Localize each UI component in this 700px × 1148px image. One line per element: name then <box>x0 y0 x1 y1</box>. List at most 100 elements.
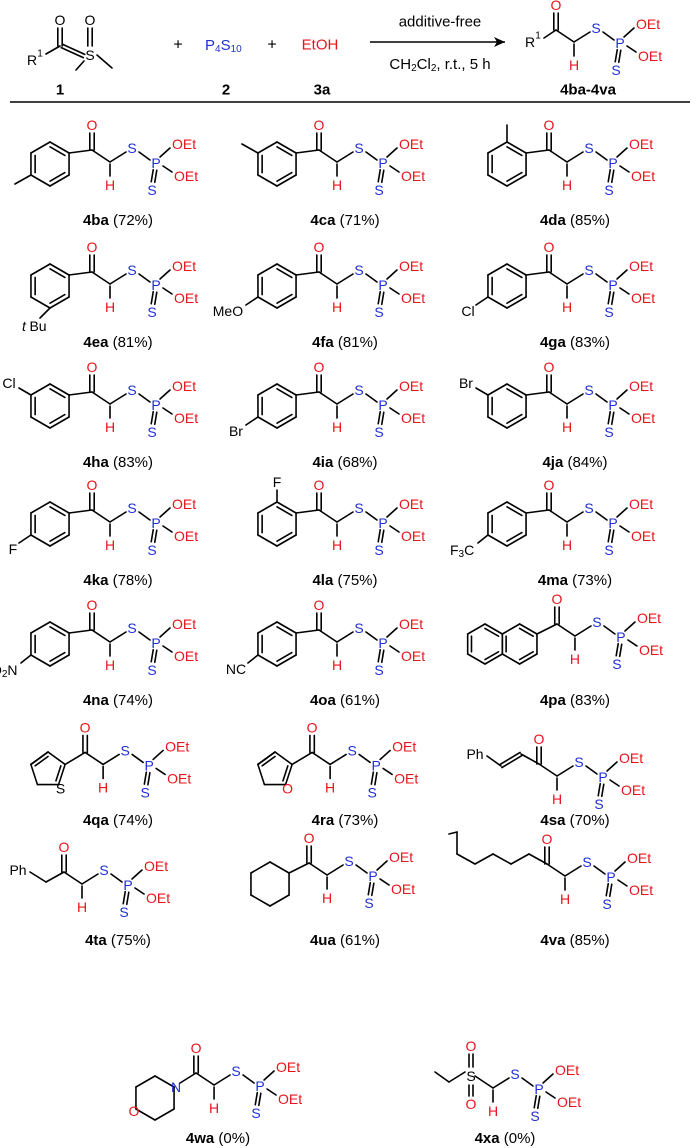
bond <box>49 651 66 662</box>
atom-s: S <box>127 140 136 156</box>
bond <box>276 654 297 667</box>
bond <box>276 296 297 309</box>
compound-caption: 4ga (83%) <box>540 334 610 351</box>
atom-oet: OEt <box>172 616 196 632</box>
bond <box>336 393 354 405</box>
atom-o: O <box>314 597 325 613</box>
atom-o: O <box>314 239 325 255</box>
bond <box>566 151 584 163</box>
compound-yield: (0%) <box>214 1130 250 1147</box>
atom-s: S <box>364 895 373 911</box>
bond <box>466 653 486 665</box>
bond <box>49 413 66 424</box>
bond <box>548 509 568 523</box>
bond <box>288 862 310 874</box>
atom-s: S <box>574 754 583 770</box>
bond <box>61 43 86 56</box>
compound-id: 4ma <box>538 572 569 589</box>
atom-h: H <box>332 657 342 673</box>
compound-yield: (71%) <box>335 212 379 229</box>
bond <box>336 631 354 643</box>
atom-s: S <box>602 896 611 912</box>
atom-o: O <box>307 719 318 735</box>
atom-o: O <box>55 12 66 28</box>
atom-p: P <box>123 877 132 893</box>
bond <box>533 1094 538 1109</box>
bond <box>367 881 372 896</box>
bond <box>257 654 278 667</box>
compound-id: 4va <box>540 932 566 949</box>
bond <box>308 862 328 876</box>
bond <box>626 45 637 53</box>
atom-o: O <box>466 1038 477 1054</box>
bond <box>257 174 278 187</box>
compound-caption: 4ja (84%) <box>542 454 607 471</box>
bond <box>318 629 338 643</box>
bond <box>311 751 331 766</box>
atom-p: P <box>371 757 380 773</box>
bond <box>555 29 575 43</box>
atom-h: H <box>209 1100 219 1116</box>
atom-oet: OEt <box>278 1091 302 1107</box>
atom-oet: OEt <box>389 849 413 865</box>
atom-s: S <box>119 904 128 920</box>
atom-ph: Ph <box>466 746 483 762</box>
bond <box>595 393 608 403</box>
atom-o: O <box>129 1103 140 1119</box>
compound-id: 4ba <box>83 212 110 229</box>
bond <box>276 146 293 157</box>
bond <box>329 753 347 766</box>
bond <box>159 269 171 280</box>
atom-p: P <box>378 277 387 293</box>
bond <box>276 621 297 634</box>
compound-yield: (73%) <box>334 812 378 829</box>
compound-caption: 4ea (81%) <box>83 334 152 351</box>
bond <box>605 882 610 897</box>
bond <box>49 383 70 396</box>
bond <box>39 307 51 319</box>
bond <box>261 755 276 767</box>
bond <box>150 290 155 305</box>
compound-id: 4sa <box>540 812 566 829</box>
bond <box>84 751 104 766</box>
bond <box>49 171 66 182</box>
bond <box>365 151 378 161</box>
atom-f: F <box>273 474 282 490</box>
bond <box>370 771 375 785</box>
atom-s: S <box>611 62 620 78</box>
atom-s: S <box>85 47 94 63</box>
atom-h: H <box>105 299 115 315</box>
atom-oet: OEt <box>174 528 198 544</box>
bond <box>548 149 568 163</box>
bond <box>434 1071 450 1083</box>
bond <box>60 46 85 59</box>
atom-s: S <box>584 382 593 398</box>
bond <box>257 751 276 766</box>
atom-o: O <box>534 731 545 747</box>
atom-s: S <box>594 796 603 812</box>
atom-p: P <box>378 635 387 651</box>
atom-oet: OEt <box>172 136 196 152</box>
bond <box>250 894 271 907</box>
atom-p: P <box>534 1081 543 1097</box>
bond <box>506 506 523 517</box>
atom-p: P <box>598 769 607 785</box>
atom-s: S <box>612 656 621 672</box>
bond <box>518 653 538 665</box>
bond <box>49 416 70 429</box>
bond <box>506 383 527 396</box>
bond <box>386 147 398 158</box>
bond <box>276 534 297 547</box>
bond <box>506 146 523 157</box>
compound-caption: 4ua (61%) <box>310 932 380 949</box>
atom-o: O <box>544 117 555 133</box>
atom-oet: OEt <box>392 738 416 754</box>
compound-yield: (85%) <box>566 212 610 229</box>
compound-id: 4ra <box>312 812 335 829</box>
bond <box>257 501 278 514</box>
